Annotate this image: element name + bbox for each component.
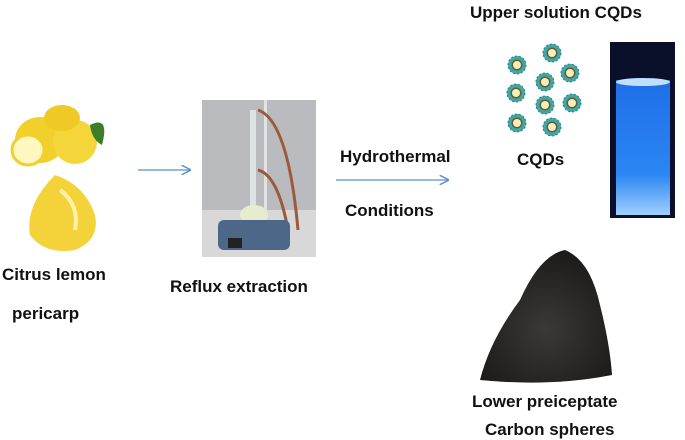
lower-precipitate-label: Lower preiceptate (472, 392, 618, 411)
carbon-powder-image (480, 250, 612, 383)
cqd-particle (535, 72, 555, 92)
reflux-extraction-label: Reflux extraction (170, 277, 308, 296)
hydrothermal-label: Hydrothermal (340, 147, 451, 166)
lemon-image (10, 105, 105, 251)
citrus-lemon-label: Citrus lemon (2, 265, 106, 284)
cqd-particle (562, 93, 582, 113)
upper-solution-label: Upper solution CQDs (470, 3, 642, 22)
cqd-particles (506, 43, 582, 137)
cqd-particle (506, 83, 526, 103)
cqds-label: CQDs (517, 150, 565, 169)
reflux-apparatus-image (202, 100, 316, 257)
carbon-spheres-label: Carbon spheres (485, 420, 615, 439)
pericarp-label: pericarp (12, 304, 80, 323)
cqd-particle (560, 63, 580, 83)
conditions-label: Conditions (345, 201, 434, 220)
cqd-particle (507, 113, 527, 133)
cqd-particle (535, 95, 555, 115)
fluorescent-vial-image (610, 42, 675, 218)
cqd-particle (542, 117, 562, 137)
cqd-particle (542, 43, 562, 63)
cqd-particle (507, 55, 527, 75)
